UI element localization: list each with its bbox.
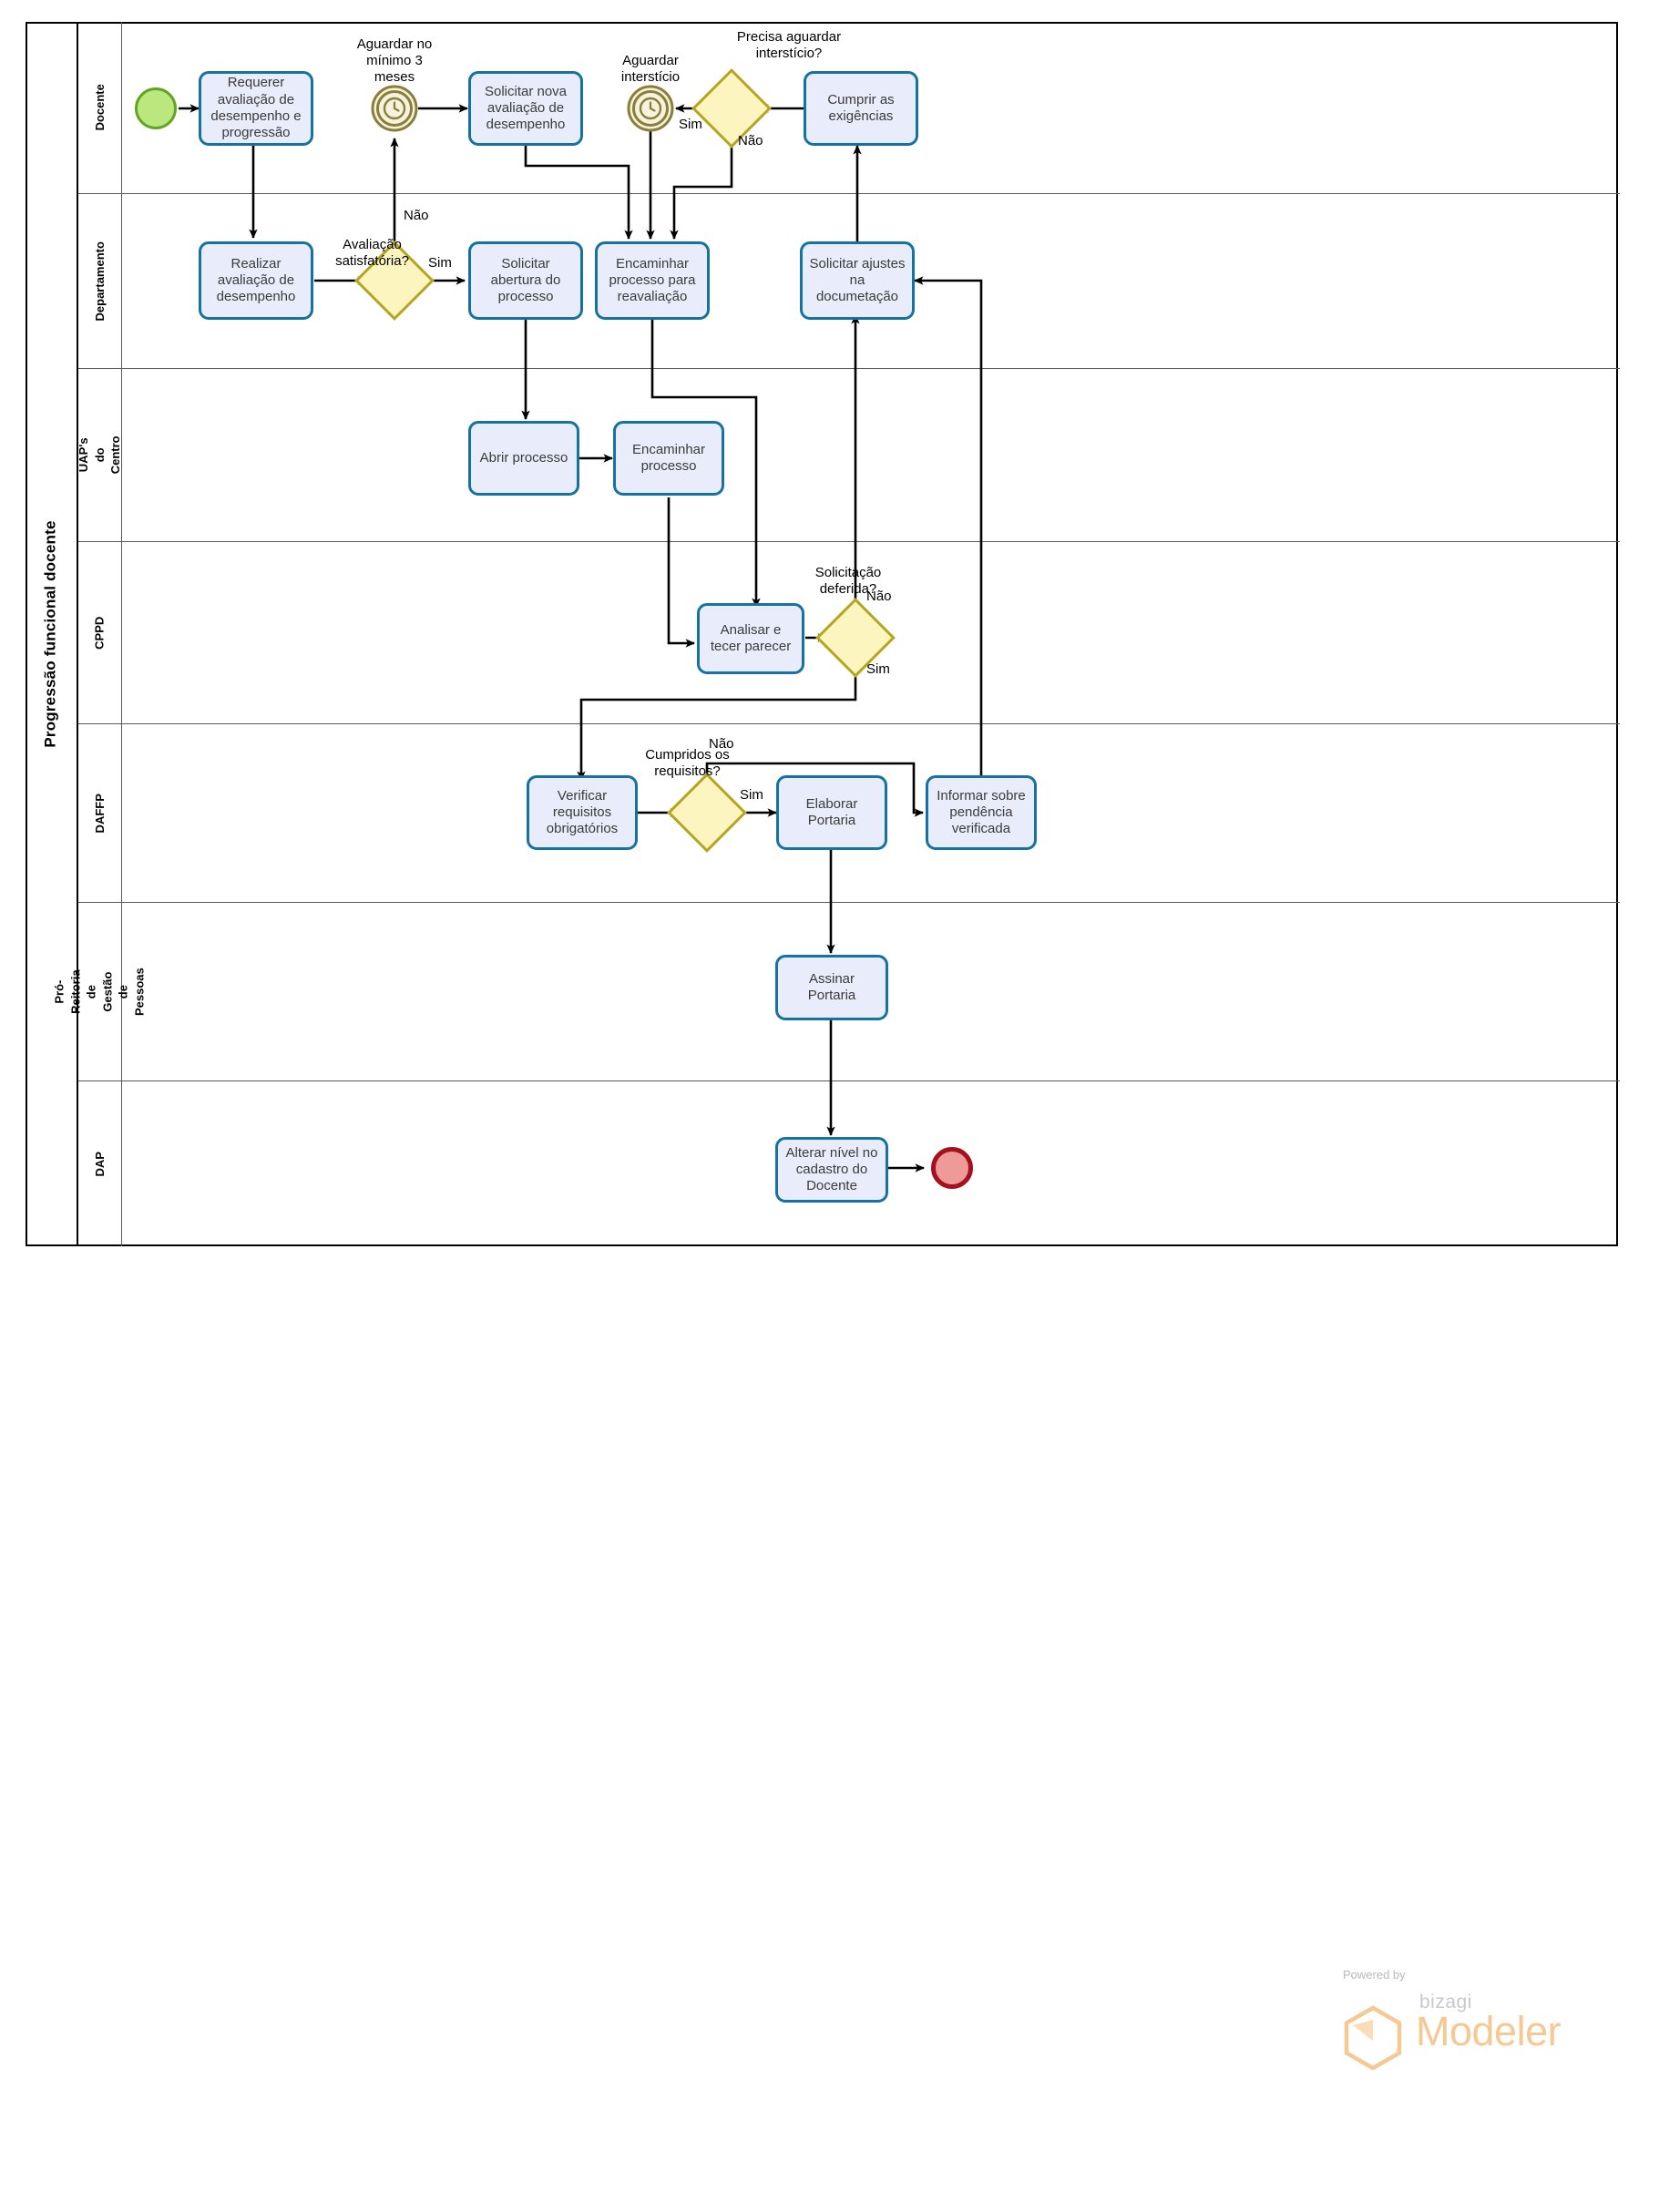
task-realizar-avaliacao[interactable]: Realizar avaliação de desempenho — [199, 241, 313, 320]
lane-departamento: Departamento — [78, 194, 1620, 369]
lane-header-progep: Pró-Reitoria de Gestão de Pessoas — [53, 903, 147, 1080]
flow-label-nao-precisa: Não — [738, 133, 763, 148]
bizagi-watermark: Powered by bizagi Modeler — [1321, 1968, 1576, 2073]
flow-label-sim-avaliacao: Sim — [428, 255, 452, 271]
task-verificar-requisitos[interactable]: Verificar requisitos obrigatórios — [527, 775, 638, 850]
task-alterar-nivel-cadastro[interactable]: Alterar nível no cadastro do Docente — [775, 1137, 888, 1203]
lane-label-departamento: Departamento — [92, 241, 107, 322]
flow-label-sim-precisa: Sim — [679, 117, 702, 132]
end-event[interactable] — [931, 1147, 973, 1189]
start-event[interactable] — [135, 87, 177, 129]
task-cumprir-exigencias[interactable]: Cumprir as exigências — [804, 71, 918, 146]
flow-label-nao-requisitos: Não — [709, 736, 734, 752]
task-solicitar-ajustes-documentacao[interactable]: Solicitar ajustes na documetação — [800, 241, 915, 320]
gateway-label-cumpridos-requisitos: Cumpridos os requisitos? — [645, 747, 730, 779]
task-informar-pendencia[interactable]: Informar sobre pendência verificada — [926, 775, 1037, 850]
task-elaborar-portaria[interactable]: Elaborar Portaria — [776, 775, 887, 850]
pool-title: Progressão funcional docente — [42, 520, 60, 748]
lane-label-daffp: DAFFP — [92, 793, 107, 834]
bizagi-hex-icon — [1344, 2005, 1402, 2071]
lane-docente: Docente — [78, 22, 1620, 194]
lane-label-uaps: UAP's do Centro — [77, 435, 123, 475]
lane-label-docente: Docente — [92, 84, 107, 131]
lane-header-departamento: Departamento — [78, 194, 122, 368]
lane-label-progep: Pró-Reitoria de Gestão de Pessoas — [52, 968, 147, 1016]
task-requerer-avaliacao[interactable]: Requerer avaliação de desempenho e progr… — [199, 71, 313, 146]
gateway-label-solicitacao-deferida: Solicitação deferida? — [814, 565, 882, 597]
timer-event-aguardar-3-meses[interactable] — [371, 85, 418, 132]
gateway-label-avaliacao-satisfatoria: Avaliação satisfatória? — [335, 237, 409, 269]
flow-label-nao-avaliacao: Não — [404, 208, 429, 223]
task-abrir-processo[interactable]: Abrir processo — [468, 421, 579, 496]
pool-frame — [26, 22, 1618, 1246]
task-encaminhar-processo-reavaliacao[interactable]: Encaminhar processo para reavaliação — [595, 241, 710, 320]
lane-label-dap: DAP — [92, 1151, 107, 1177]
lane-header-daffp: DAFFP — [78, 724, 122, 902]
gateway-label-precisa-aguardar: Precisa aguardar interstício? — [736, 29, 842, 61]
pool-header: Progressão funcional docente — [26, 22, 78, 1246]
flow-label-sim-requisitos: Sim — [740, 787, 763, 803]
brand-modeler-label: Modeler — [1416, 2008, 1561, 2054]
event-label-aguardar-intersticio: Aguardar interstício — [620, 53, 681, 85]
lane-daffp: DAFFP — [78, 724, 1620, 903]
task-encaminhar-processo[interactable]: Encaminhar processo — [613, 421, 724, 496]
timer-event-aguardar-intersticio[interactable] — [627, 85, 674, 132]
task-assinar-portaria[interactable]: Assinar Portaria — [775, 955, 888, 1020]
lane-header-cppd: CPPD — [78, 542, 122, 723]
lane-header-uaps: UAP's do Centro — [77, 369, 123, 541]
task-analisar-tecer-parecer[interactable]: Analisar e tecer parecer — [697, 603, 804, 674]
flow-label-nao-deferida: Não — [866, 589, 892, 604]
lane-progep: Pró-Reitoria de Gestão de Pessoas — [53, 903, 1620, 1081]
brand-powered-by-label: Powered by — [1343, 1968, 1406, 1982]
lane-uaps: UAP's do Centro — [77, 369, 1620, 542]
lane-header-dap: DAP — [78, 1081, 122, 1246]
brand-bizagi-label: bizagi — [1419, 1992, 1472, 2012]
event-label-aguardar-3-meses: Aguardar no mínimo 3 meses — [356, 36, 433, 85]
lane-dap: DAP — [78, 1081, 1620, 1246]
lane-header-docente: Docente — [78, 22, 122, 193]
task-solicitar-nova-avaliacao[interactable]: Solicitar nova avaliação de desempenho — [468, 71, 583, 146]
lane-label-cppd: CPPD — [92, 616, 107, 650]
flow-label-sim-deferida: Sim — [866, 661, 890, 677]
task-solicitar-abertura-processo[interactable]: Solicitar abertura do processo — [468, 241, 583, 320]
